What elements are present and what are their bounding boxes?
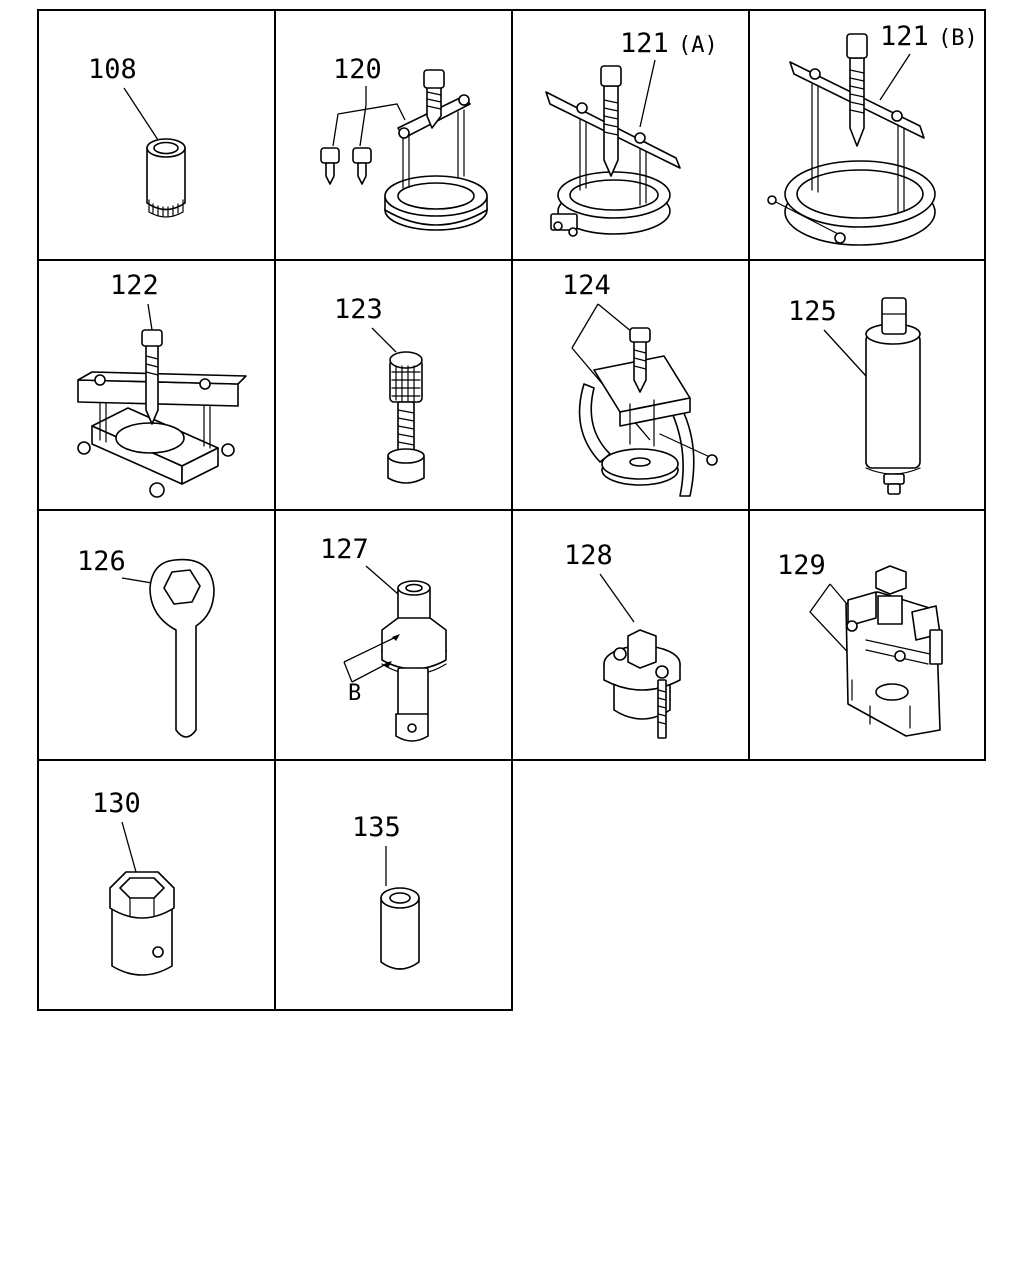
part-label-129: 129 (777, 550, 826, 581)
tool-122: 122 (77, 270, 247, 498)
part-label-123: 123 (334, 294, 383, 325)
tool-130: 130 (92, 788, 175, 976)
tool-121a: 121 (A) (545, 28, 718, 237)
part-label-125: 125 (788, 296, 837, 327)
part-label-108: 108 (88, 54, 137, 85)
tool-127: 127 B (320, 534, 447, 742)
tool-108: 108 (88, 54, 186, 218)
cell-126 (37, 509, 276, 761)
cell-135 (274, 759, 513, 1011)
part-label-126: 126 (77, 546, 126, 577)
tool-125: 125 (788, 296, 921, 495)
tool-121b: 121 (B) (767, 21, 978, 246)
part-label-121b: 121 (880, 21, 929, 52)
part-label-127: 127 (320, 534, 369, 565)
part-label-124: 124 (562, 270, 611, 301)
part-label-130: 130 (92, 788, 141, 819)
part-label-135: 135 (352, 812, 401, 843)
grid (37, 9, 986, 1011)
part-variant-121a: (A) (678, 33, 718, 58)
tool-123: 123 (334, 294, 425, 484)
tool-135: 135 (352, 812, 420, 970)
tool-120: 120 (320, 54, 488, 231)
part-label-128: 128 (564, 540, 613, 571)
part-label-120: 120 (333, 54, 382, 85)
cell-108 (37, 9, 276, 261)
tool-128: 128 (564, 540, 681, 739)
tool-124: 124 (562, 270, 718, 497)
tool-126: 126 (77, 546, 215, 738)
part-variant-121b: (B) (938, 26, 978, 51)
cell-129 (748, 509, 986, 761)
part-label-121a: 121 (620, 28, 669, 59)
part-label-122: 122 (110, 270, 159, 301)
dimension-label-b: B (348, 681, 361, 706)
tool-129: 129 (777, 550, 943, 737)
